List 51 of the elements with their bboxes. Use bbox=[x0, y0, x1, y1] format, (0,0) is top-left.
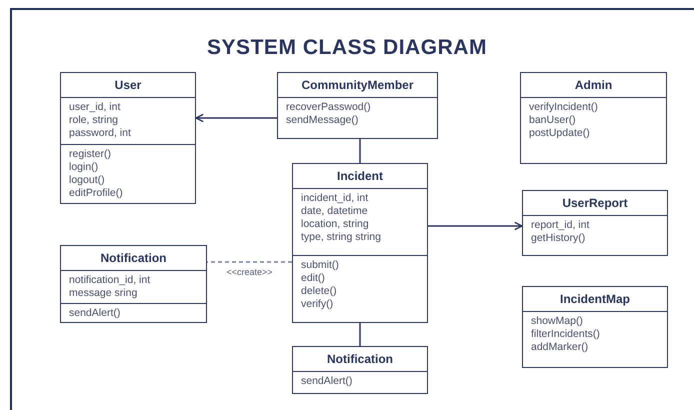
association-line bbox=[359, 323, 361, 346]
member-text: role, string bbox=[69, 114, 120, 127]
member-text: sendAlert() bbox=[69, 307, 122, 320]
diagram-title: SYSTEM CLASS DIAGRAM bbox=[206, 35, 488, 61]
class-name: User bbox=[114, 77, 142, 94]
class-box bbox=[60, 72, 196, 204]
member-text: sendMessage() bbox=[286, 114, 360, 127]
member-text: filterIncidents() bbox=[531, 328, 601, 341]
class-name: IncidentMap bbox=[558, 291, 631, 308]
member-text: report_id, int bbox=[531, 219, 590, 232]
class-name: Incident bbox=[336, 168, 384, 185]
member-text: login() bbox=[69, 161, 100, 174]
member-text: register() bbox=[69, 148, 112, 161]
member-text: date, datetime bbox=[301, 205, 369, 218]
member-text: showMap() bbox=[531, 315, 584, 328]
member-text: edit() bbox=[301, 272, 326, 285]
class-box bbox=[277, 72, 438, 139]
member-text: user_id, int bbox=[69, 101, 122, 114]
class-box bbox=[522, 286, 668, 368]
class-name: Admin bbox=[574, 77, 614, 94]
member-text: verifyIncident() bbox=[529, 101, 599, 114]
member-text: editProfile() bbox=[69, 187, 124, 200]
class-box bbox=[60, 245, 207, 323]
member-text: sendAlert() bbox=[301, 375, 354, 388]
class-name: Notification bbox=[326, 351, 394, 368]
member-text: banUser() bbox=[529, 114, 577, 127]
member-text: delete() bbox=[301, 285, 338, 298]
class-box bbox=[292, 346, 428, 394]
association-line bbox=[359, 139, 361, 163]
class-box bbox=[522, 190, 668, 256]
member-text: notification_id, int bbox=[69, 274, 152, 287]
member-text: postUpdate() bbox=[529, 127, 591, 140]
member-text: location, string bbox=[301, 218, 370, 231]
member-text: verify() bbox=[301, 298, 334, 311]
class-name: CommunityMember bbox=[300, 77, 414, 94]
member-text: type, string string bbox=[301, 231, 382, 244]
member-text: addMarker() bbox=[531, 341, 590, 354]
class-box bbox=[520, 72, 667, 164]
dependency-line bbox=[207, 261, 292, 263]
class-name: UserReport bbox=[561, 195, 629, 212]
member-text: recoverPasswod() bbox=[286, 101, 372, 114]
member-text: logout() bbox=[69, 174, 106, 187]
association-line bbox=[195, 114, 277, 122]
member-text: incident_id, int bbox=[301, 192, 370, 205]
member-text: password, int bbox=[69, 127, 132, 140]
member-text: submit() bbox=[301, 259, 340, 272]
member-text: message sring bbox=[69, 287, 138, 300]
class-name: Notification bbox=[100, 250, 168, 267]
member-text: getHistory() bbox=[531, 232, 586, 245]
class-box bbox=[292, 163, 428, 323]
association-line bbox=[428, 222, 523, 230]
